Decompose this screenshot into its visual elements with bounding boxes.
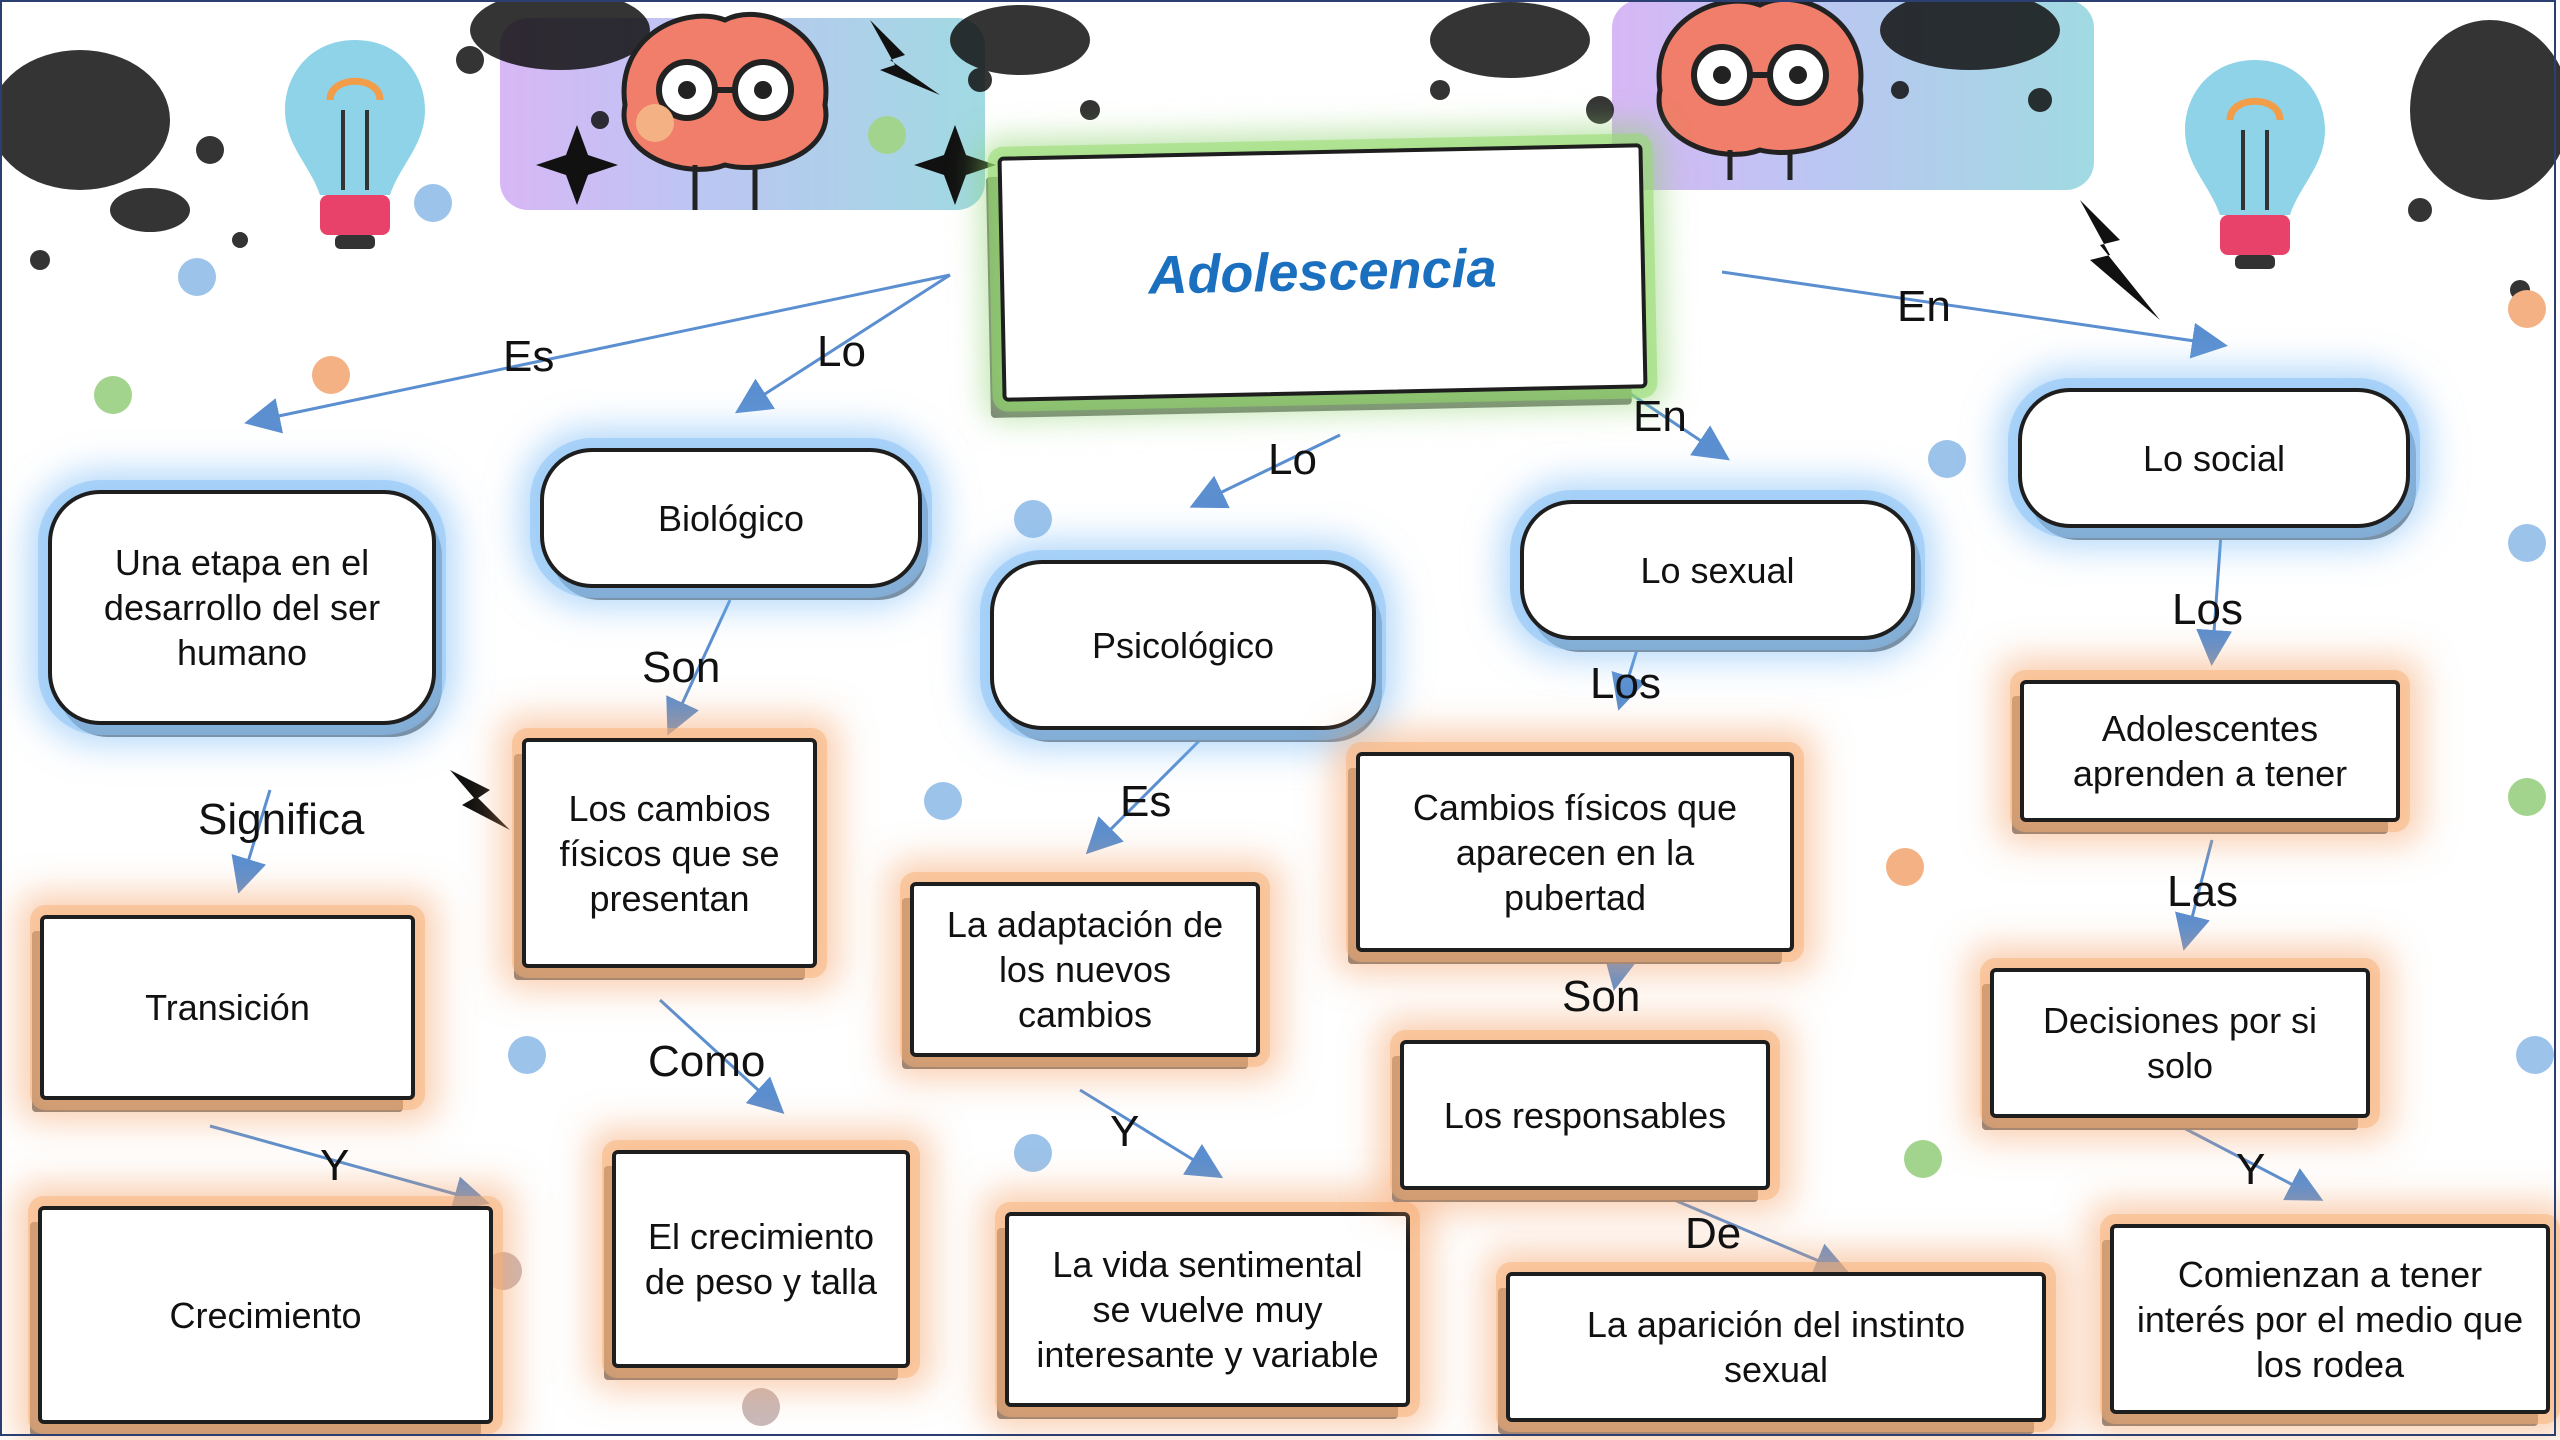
label-son: Son	[1562, 972, 1641, 1021]
label-es: Es	[503, 332, 555, 381]
node-definicion: Una etapa en el desarrollo del ser human…	[48, 490, 436, 725]
decor-dot	[2508, 778, 2546, 816]
label-son: Son	[642, 643, 721, 692]
decor-dot	[2516, 1036, 2554, 1074]
decor-dot	[178, 258, 216, 296]
label-las: Las	[2167, 867, 2238, 916]
decor-dot	[312, 356, 350, 394]
node-adolescentes: Adolescentes aprenden a tener	[2020, 680, 2400, 822]
decor-dot	[414, 184, 452, 222]
decor-dot	[868, 116, 906, 154]
node-vida-sentimental: La vida sentimental se vuelve muy intere…	[1005, 1212, 1410, 1407]
decor-dot	[636, 104, 674, 142]
label-y: Y	[2236, 1145, 2266, 1194]
node-sexual: Lo sexual	[1520, 500, 1915, 640]
decor-dot	[924, 782, 962, 820]
node-interes: Comienzan a tener interés por el medio q…	[2110, 1224, 2550, 1414]
node-interes-text: Comienzan a tener interés por el medio q…	[2136, 1253, 2524, 1385]
node-biologico: Biológico	[540, 448, 922, 588]
label-en: En	[1897, 282, 1951, 331]
label-los: Los	[2172, 585, 2243, 634]
node-transicion-text: Transición	[145, 987, 310, 1028]
node-crecimiento: Crecimiento	[38, 1206, 493, 1424]
node-peso-talla: El crecimiento de peso y talla	[612, 1150, 910, 1368]
page-title: Adolescencia	[1147, 238, 1498, 306]
title-node: Adolescencia	[997, 143, 1648, 402]
decor-dot	[94, 376, 132, 414]
label-los: Los	[1590, 659, 1661, 708]
node-pubertad: Cambios físicos que aparecen en la puber…	[1356, 752, 1794, 952]
node-cambios-fisicos: Los cambios físicos que se presentan	[522, 738, 817, 968]
decor-dot	[1928, 440, 1966, 478]
node-vida-sentimental-text: La vida sentimental se vuelve muy intere…	[1036, 1244, 1379, 1375]
label-y: Y	[320, 1141, 350, 1190]
label-de: De	[1685, 1209, 1742, 1258]
node-responsables-text: Los responsables	[1443, 1094, 1727, 1136]
node-definicion-text: Una etapa en el desarrollo del ser human…	[103, 542, 381, 673]
decor-dot	[508, 1036, 546, 1074]
node-pubertad-text: Cambios físicos que aparecen en la puber…	[1412, 786, 1738, 918]
decor-dot	[1014, 500, 1052, 538]
node-transicion: Transición	[40, 915, 415, 1100]
label-lo: Lo	[817, 327, 866, 376]
node-instinto: La aparición del instinto sexual	[1506, 1272, 2046, 1422]
label-lo: Lo	[1268, 435, 1317, 484]
node-social: Lo social	[2018, 388, 2410, 528]
node-sexual-text: Lo sexual	[1640, 549, 1795, 591]
node-social-text: Lo social	[2142, 437, 2286, 479]
label-en: En	[1633, 392, 1687, 441]
node-cambios-fisicos-text: Los cambios físicos que se presentan	[559, 787, 780, 919]
label-como: Como	[648, 1037, 766, 1086]
node-peso-talla-text: El crecimiento de peso y talla	[644, 1216, 878, 1302]
node-psicologico: Psicológico	[990, 560, 1376, 730]
node-responsables: Los responsables	[1400, 1040, 1770, 1190]
decor-dot	[1014, 1134, 1052, 1172]
decor-dot	[1886, 848, 1924, 886]
node-adaptacion: La adaptación de los nuevos cambios	[910, 882, 1260, 1057]
node-adolescentes-text: Adolescentes aprenden a tener	[2072, 708, 2348, 794]
decor-dot	[1904, 1140, 1942, 1178]
label-y: Y	[1110, 1107, 1140, 1156]
node-biologico-text: Biológico	[657, 497, 805, 539]
label-significa: Significa	[198, 795, 365, 844]
node-instinto-text: La aparición del instinto sexual	[1586, 1304, 1966, 1390]
label-es: Es	[1120, 777, 1172, 826]
node-crecimiento-text: Crecimiento	[169, 1294, 362, 1336]
node-decisiones: Decisiones por si solo	[1990, 968, 2370, 1118]
node-adaptacion-text: La adaptación de los nuevos cambios	[946, 904, 1224, 1035]
decor-dot	[2508, 290, 2546, 328]
node-decisiones-text: Decisiones por si solo	[2042, 1000, 2318, 1086]
decor-dot	[2508, 524, 2546, 562]
decor-dot	[742, 1388, 780, 1426]
node-psicologico-text: Psicológico	[1091, 624, 1275, 666]
